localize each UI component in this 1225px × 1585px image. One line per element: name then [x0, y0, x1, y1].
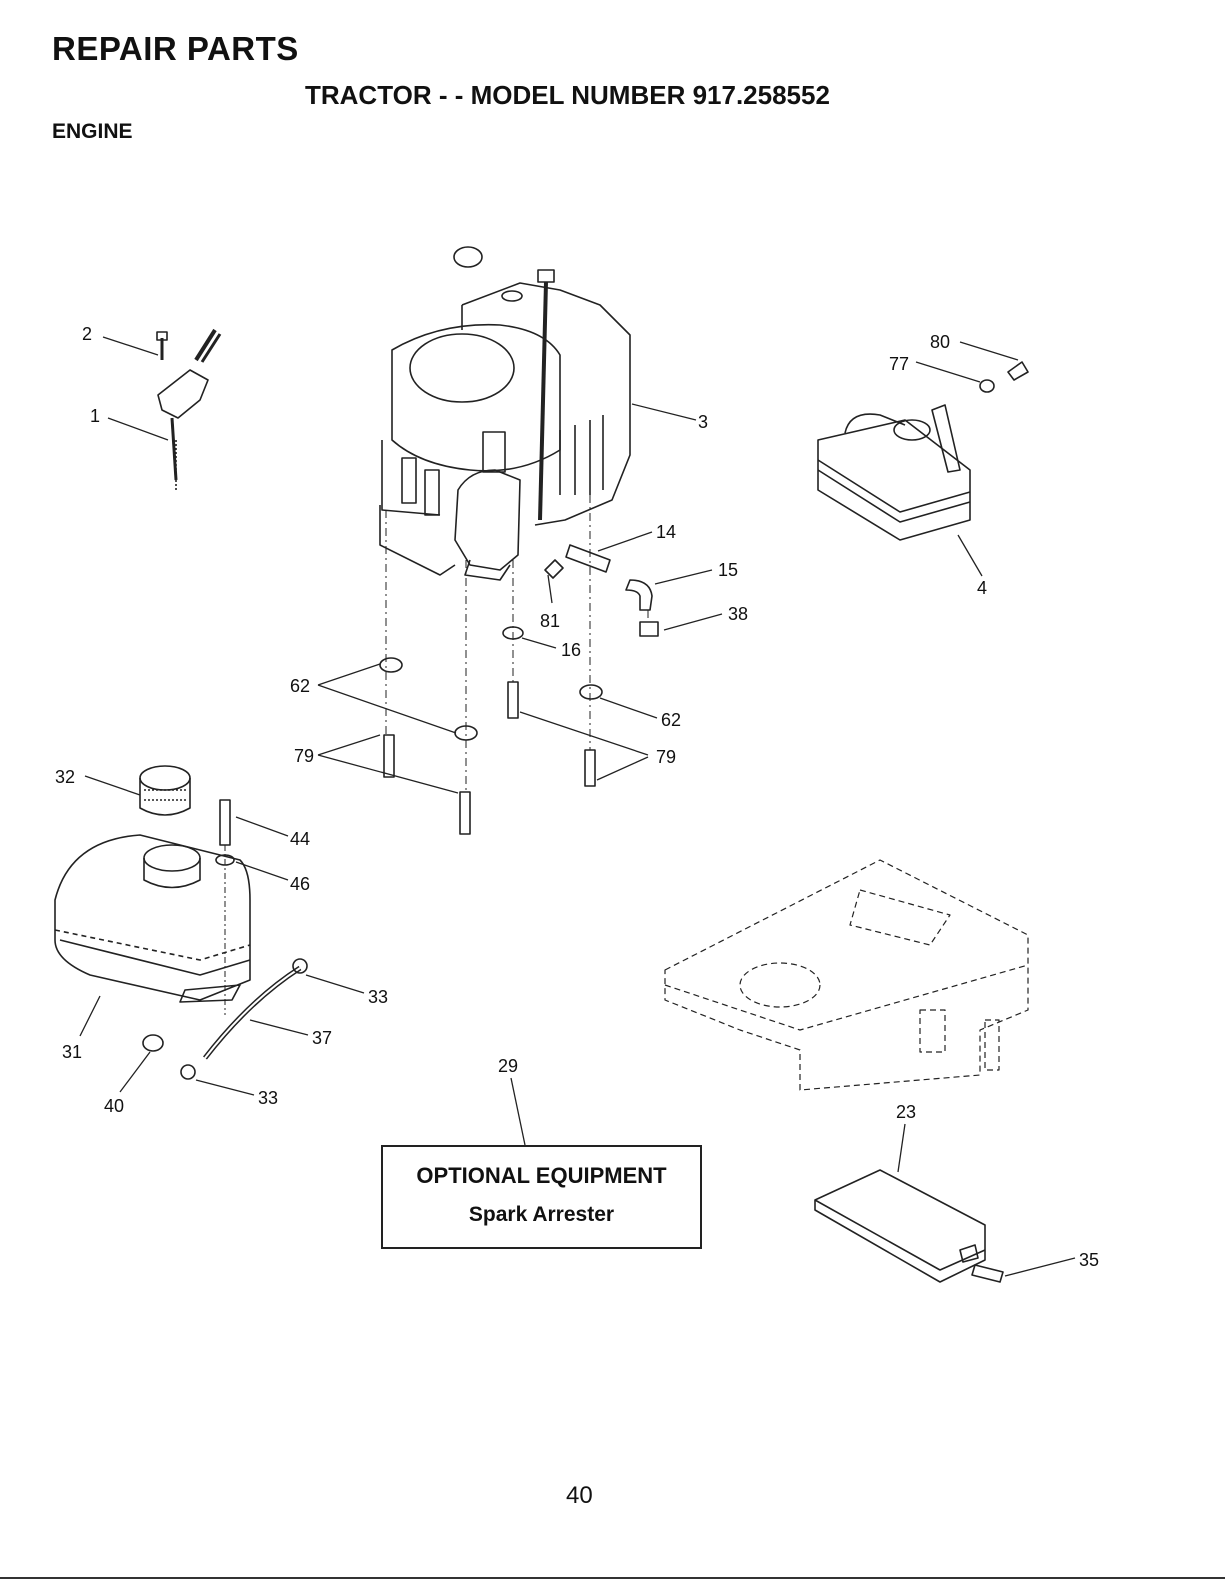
- optional-equipment-title: OPTIONAL EQUIPMENT: [383, 1163, 700, 1189]
- page-number: 40: [566, 1482, 593, 1510]
- callout-44: 44: [290, 829, 310, 849]
- screw-35-part: [972, 1265, 1003, 1282]
- bolt-79-d-part: [585, 750, 595, 786]
- washer-77-part: [980, 380, 994, 392]
- bottom-rule: [0, 1577, 1225, 1579]
- callout-4: 4: [977, 578, 987, 598]
- callout-1: 1: [90, 406, 100, 426]
- callout-2: 2: [82, 324, 92, 344]
- callout-33-lower: 33: [258, 1088, 278, 1108]
- callout-46: 46: [290, 874, 310, 894]
- callout-40: 40: [104, 1096, 124, 1116]
- callout-23: 23: [896, 1102, 916, 1122]
- fuel-fittings-part: [545, 545, 658, 636]
- callout-37: 37: [312, 1028, 332, 1048]
- fuel-cap-part: [140, 766, 190, 815]
- grommet-40-part: [143, 1035, 163, 1051]
- callout-16: 16: [561, 640, 581, 660]
- engine-part: [380, 247, 630, 580]
- callout-29: 29: [498, 1056, 518, 1076]
- callout-81: 81: [540, 611, 560, 631]
- screw-44-part: [220, 800, 230, 845]
- muffler-part: [818, 405, 970, 540]
- fuel-line-37-part: [205, 968, 300, 1058]
- spark-arrester-shield-part: [815, 1170, 985, 1282]
- screw-80-part: [1008, 362, 1028, 380]
- callout-14: 14: [656, 522, 676, 542]
- callout-62-right: 62: [661, 710, 681, 730]
- washer-62-right-part: [580, 685, 602, 699]
- callout-38: 38: [728, 604, 748, 624]
- optional-equipment-box: OPTIONAL EQUIPMENT Spark Arrester: [381, 1145, 702, 1249]
- callout-15: 15: [718, 560, 738, 580]
- callout-62-left: 62: [290, 676, 310, 696]
- callout-79-right: 79: [656, 747, 676, 767]
- callout-31: 31: [62, 1042, 82, 1062]
- callout-32: 32: [55, 767, 75, 787]
- bolt-79-c-part: [508, 682, 518, 718]
- tractor-frame-reference: [665, 860, 1028, 1090]
- hose-clamp-33-lower-part: [181, 1065, 195, 1079]
- optional-equipment-item: Spark Arrester: [383, 1203, 700, 1227]
- throttle-control-part: [157, 330, 220, 490]
- bolt-79-a-part: [384, 735, 394, 777]
- callout-35: 35: [1079, 1250, 1099, 1270]
- callout-3: 3: [698, 412, 708, 432]
- washer-62-left-part: [380, 658, 402, 672]
- callout-79-left: 79: [294, 746, 314, 766]
- fuel-tank-part: [55, 835, 250, 1002]
- callout-77: 77: [889, 354, 909, 374]
- callout-33-upper: 33: [368, 987, 388, 1007]
- callout-80: 80: [930, 332, 950, 352]
- bolt-79-b-part: [460, 792, 470, 834]
